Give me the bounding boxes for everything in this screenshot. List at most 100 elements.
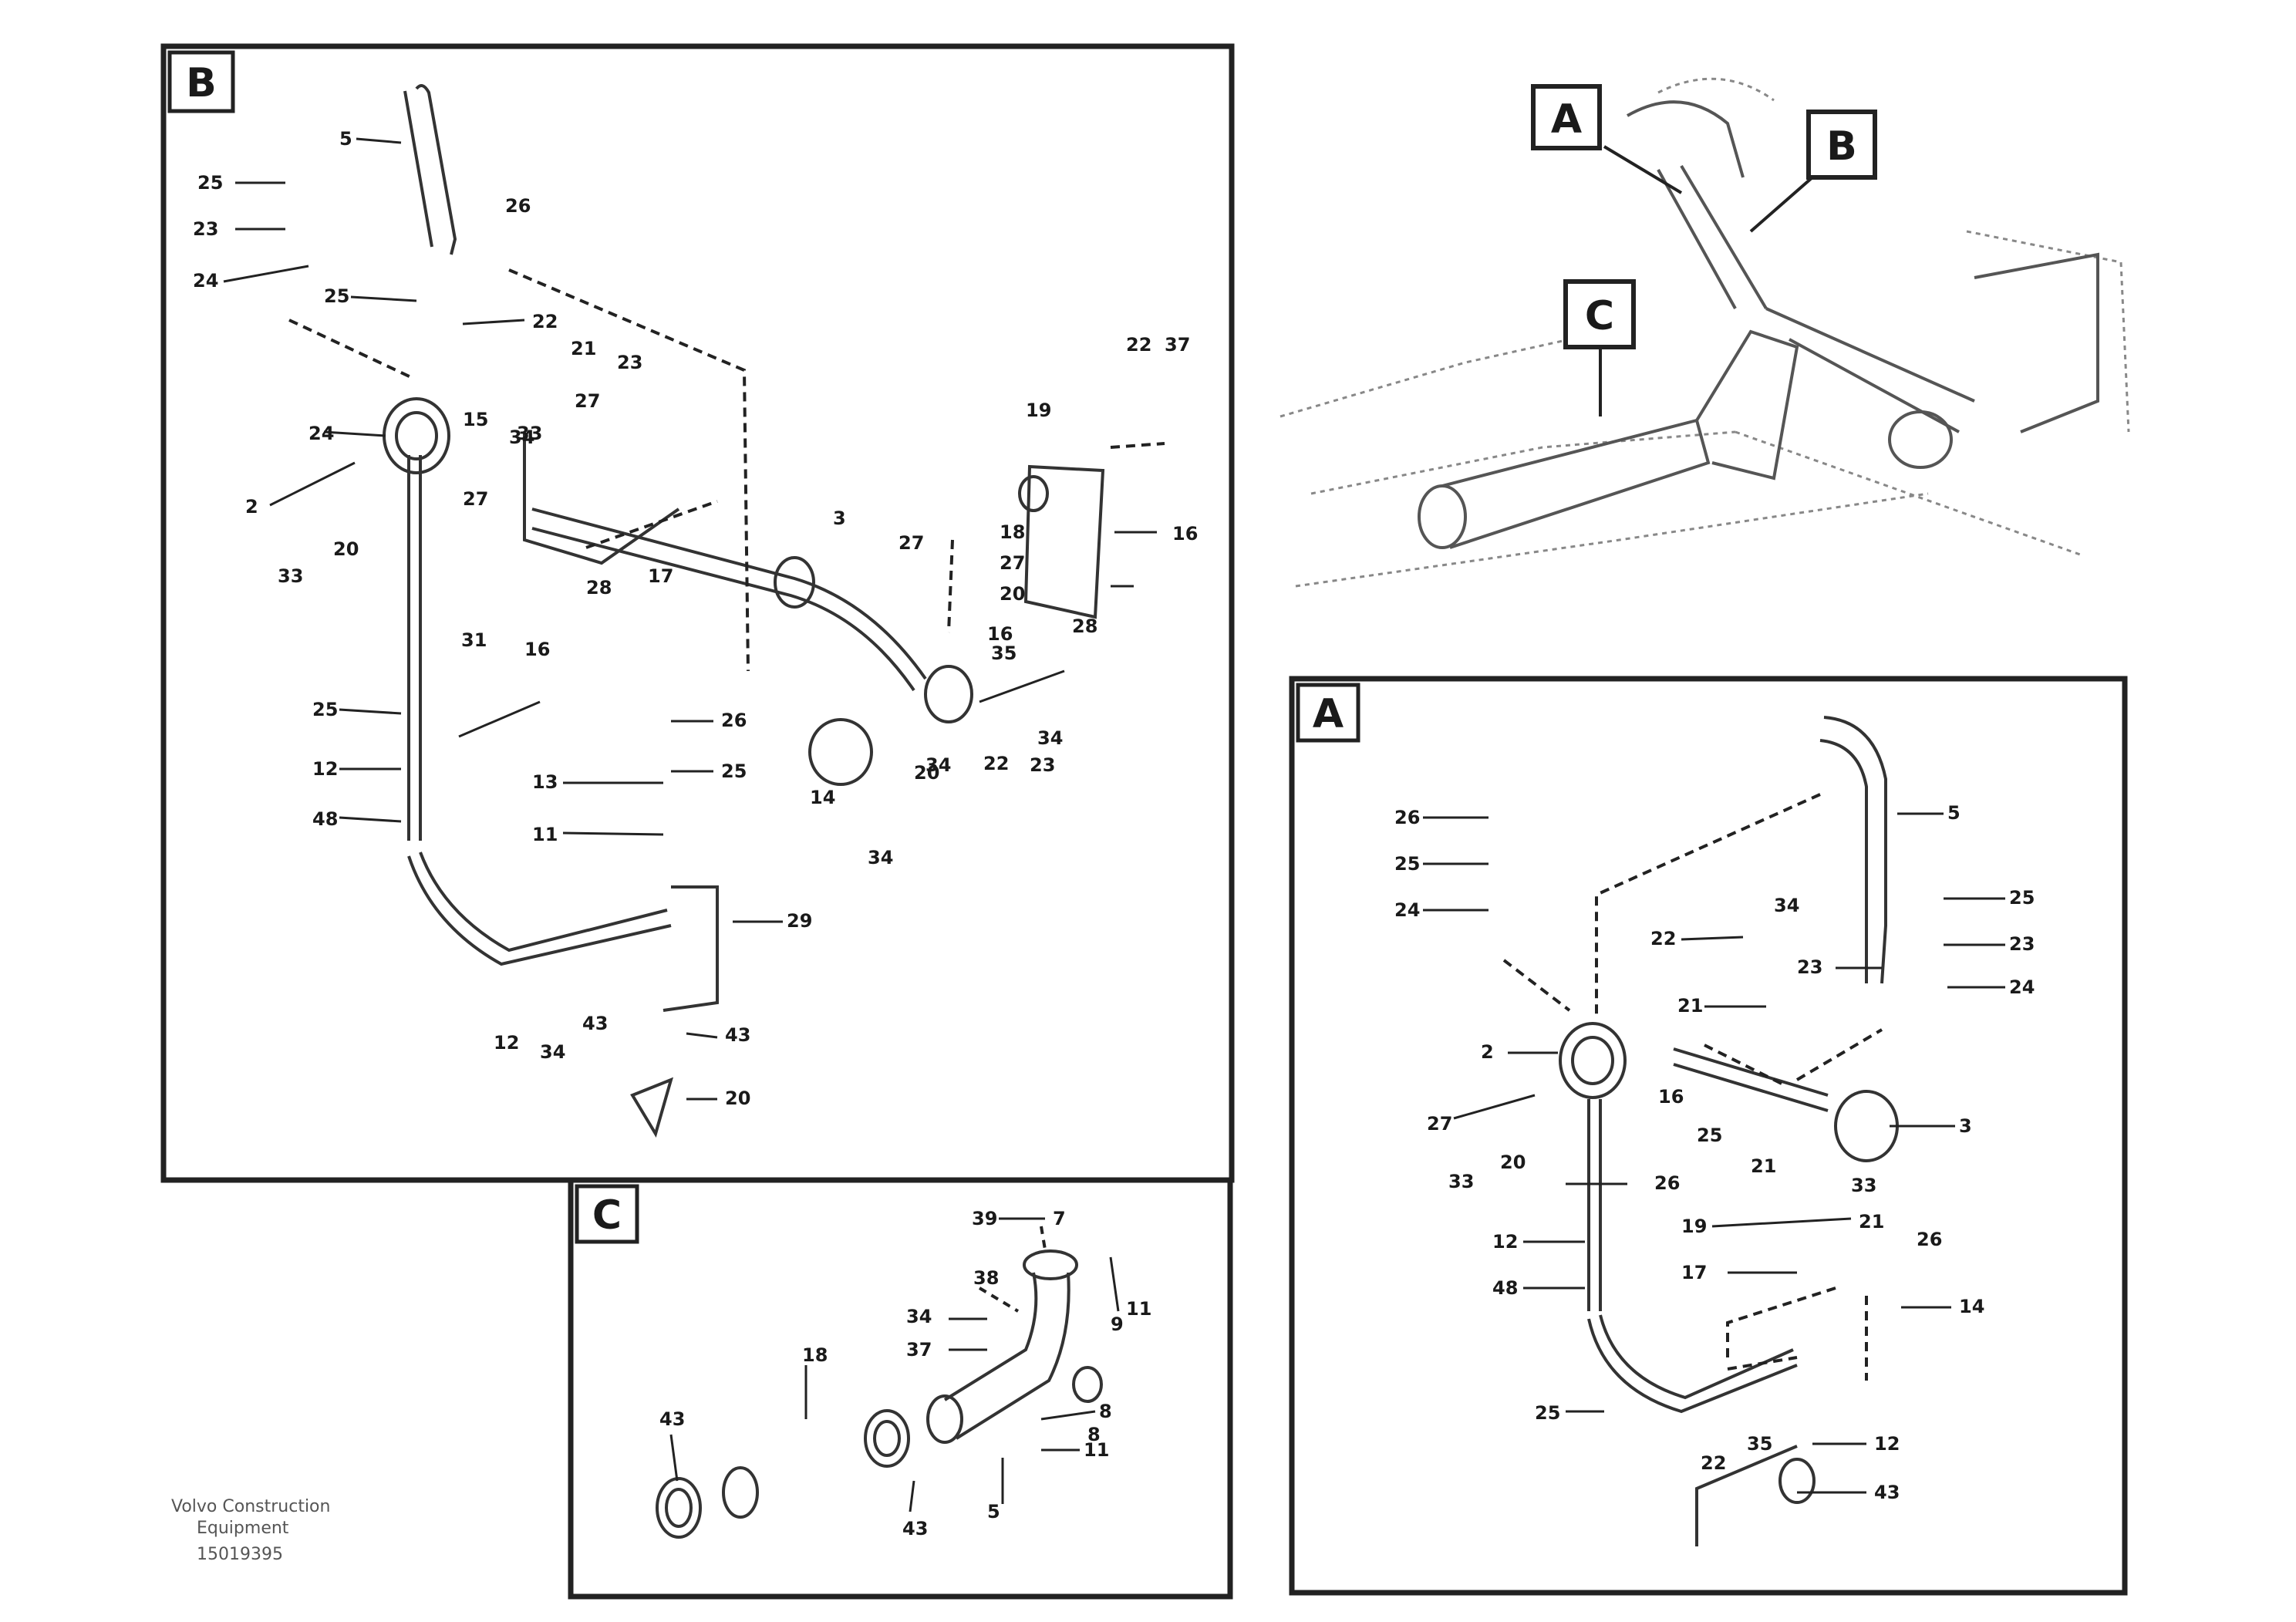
callout-b-6: 25	[324, 285, 349, 307]
overview-leaders	[1599, 145, 1814, 416]
callout-a-23: 33	[1851, 1175, 1876, 1196]
callout-b-38: 16	[1172, 523, 1198, 545]
reference-line-1: Volvo Construction	[171, 1497, 330, 1516]
panel-c-label: C	[592, 1192, 622, 1239]
callout-b-33: 27	[899, 532, 924, 554]
callout-c-10: 38	[973, 1267, 999, 1289]
callout-a-18: 12	[1492, 1231, 1518, 1253]
panel-a-part-numbers: 26 25 24 22 34 5 25 23 24 2 23 16 20 27 …	[1394, 802, 2035, 1503]
callout-a-12: 16	[1658, 1086, 1684, 1108]
callout-b-12: 15	[463, 409, 488, 430]
callout-c-3: 34	[906, 1306, 932, 1327]
callout-a-13: 20	[1500, 1152, 1526, 1173]
callout-a-3: 24	[1394, 899, 1420, 921]
callout-b-36: 20	[1000, 583, 1025, 605]
callout-a-17: 25	[1697, 1125, 1722, 1146]
callout-a-1: 26	[1394, 807, 1420, 828]
callout-c-4: 37	[906, 1339, 932, 1361]
callout-a-24: 19	[1681, 1216, 1707, 1237]
callout-c-6: 18	[802, 1344, 828, 1366]
callout-b-54: 23	[1030, 754, 1055, 776]
callout-b-10: 24	[308, 423, 334, 444]
callout-a-28: 26	[1917, 1229, 1942, 1250]
overview-label-b-text: B	[1826, 123, 1857, 170]
callout-b-18: 27	[575, 390, 600, 412]
callout-b-50: 35	[991, 642, 1017, 664]
callout-a-33: 43	[1874, 1482, 1900, 1503]
panel-c: C 39	[568, 1177, 1233, 1600]
callout-b-28: 29	[787, 910, 812, 932]
callout-b-35: 27	[1000, 552, 1025, 574]
callout-a-21: 3	[1959, 1115, 1972, 1137]
callout-b-3: 23	[193, 218, 218, 240]
callout-b-16: 20	[333, 538, 359, 560]
callout-c-14: 43	[902, 1518, 928, 1539]
overview-drawing	[1279, 77, 2130, 588]
callout-a-27: 25	[1535, 1402, 1560, 1424]
panel-a: A	[1289, 676, 2128, 1596]
callout-c-2: 7	[1053, 1208, 1066, 1229]
panel-b-part-numbers: 5 25 23 24 26 25 22 21 23 24 2 15 27 34 …	[193, 128, 1198, 1109]
panel-b-dashed-leaders	[288, 268, 1165, 672]
panel-a-drawing	[1559, 716, 1899, 1546]
callout-b-24: 12	[312, 758, 338, 780]
callout-c-7: 11	[1126, 1298, 1151, 1320]
overview-label-c-text: C	[1585, 293, 1614, 339]
callout-c-12: 8	[1087, 1424, 1101, 1445]
callout-a-26: 21	[1859, 1211, 1884, 1233]
panel-b-label: B	[186, 60, 217, 106]
callout-b-51: 3	[833, 508, 846, 529]
panel-c-dashed-leaders	[978, 1226, 1047, 1313]
callout-a-2: 25	[1394, 853, 1420, 875]
callout-b-52: 34	[1037, 727, 1063, 749]
callout-b-42: 12	[494, 1032, 519, 1054]
callout-b-37: 28	[1072, 615, 1097, 637]
overview-machine	[1418, 100, 2099, 549]
callout-a-5: 34	[1774, 895, 1799, 916]
machine-overview: A B C	[1279, 77, 2130, 588]
callout-a-6: 5	[1947, 802, 1961, 824]
callout-b-45: 20	[725, 1088, 750, 1109]
callout-b-32: 19	[1026, 400, 1051, 421]
callout-a-9: 24	[2009, 976, 2035, 998]
overview-label-c: C	[1563, 279, 1636, 349]
callout-c-11: 5	[987, 1501, 1000, 1523]
callout-a-29: 14	[1959, 1296, 1984, 1317]
panel-c-drawing	[656, 1249, 1103, 1539]
callout-b-44: 34	[540, 1041, 565, 1063]
panel-a-callouts	[1423, 812, 2005, 1494]
reference-line-2: Equipment	[197, 1519, 289, 1538]
callout-b-40: 34	[868, 847, 893, 868]
callout-a-32: 12	[1874, 1433, 1900, 1455]
callout-b-26: 26	[721, 710, 747, 731]
callout-b-43: 43	[582, 1013, 608, 1034]
callout-a-22: 21	[1751, 1155, 1776, 1177]
callout-b-11: 2	[245, 496, 258, 518]
callout-c-8: 9	[1111, 1313, 1124, 1335]
callout-b-39: 14	[810, 787, 835, 808]
callout-a-31: 35	[1747, 1433, 1772, 1455]
callout-b-48: 37	[1165, 334, 1190, 356]
overview-label-a: A	[1531, 84, 1602, 150]
callout-b-22: 31	[461, 629, 487, 651]
callout-b-27: 25	[721, 760, 747, 782]
callout-b-31: 43	[725, 1024, 750, 1046]
callout-a-11: 23	[1797, 956, 1822, 978]
callout-b-25: 48	[312, 808, 338, 830]
panel-c-callouts	[669, 1217, 1120, 1512]
panel-b: B	[160, 43, 1235, 1183]
callout-a-8: 23	[2009, 933, 2035, 955]
callout-b-20: 17	[648, 565, 673, 587]
callout-a-25: 17	[1681, 1262, 1707, 1283]
callout-b-13: 27	[463, 488, 488, 510]
callout-b-14: 34	[509, 427, 534, 448]
callout-a-20: 21	[1677, 995, 1703, 1017]
callout-a-10: 2	[1481, 1041, 1494, 1063]
callout-c-1: 39	[972, 1208, 997, 1229]
panel-a-dashed-leaders	[1502, 793, 1883, 1381]
callout-b-34: 18	[1000, 521, 1025, 543]
callout-b-46: 34	[925, 754, 951, 776]
callout-b-5: 26	[505, 195, 531, 217]
callout-b-17: 33	[517, 423, 542, 444]
callout-b-47: 22	[1126, 334, 1151, 356]
